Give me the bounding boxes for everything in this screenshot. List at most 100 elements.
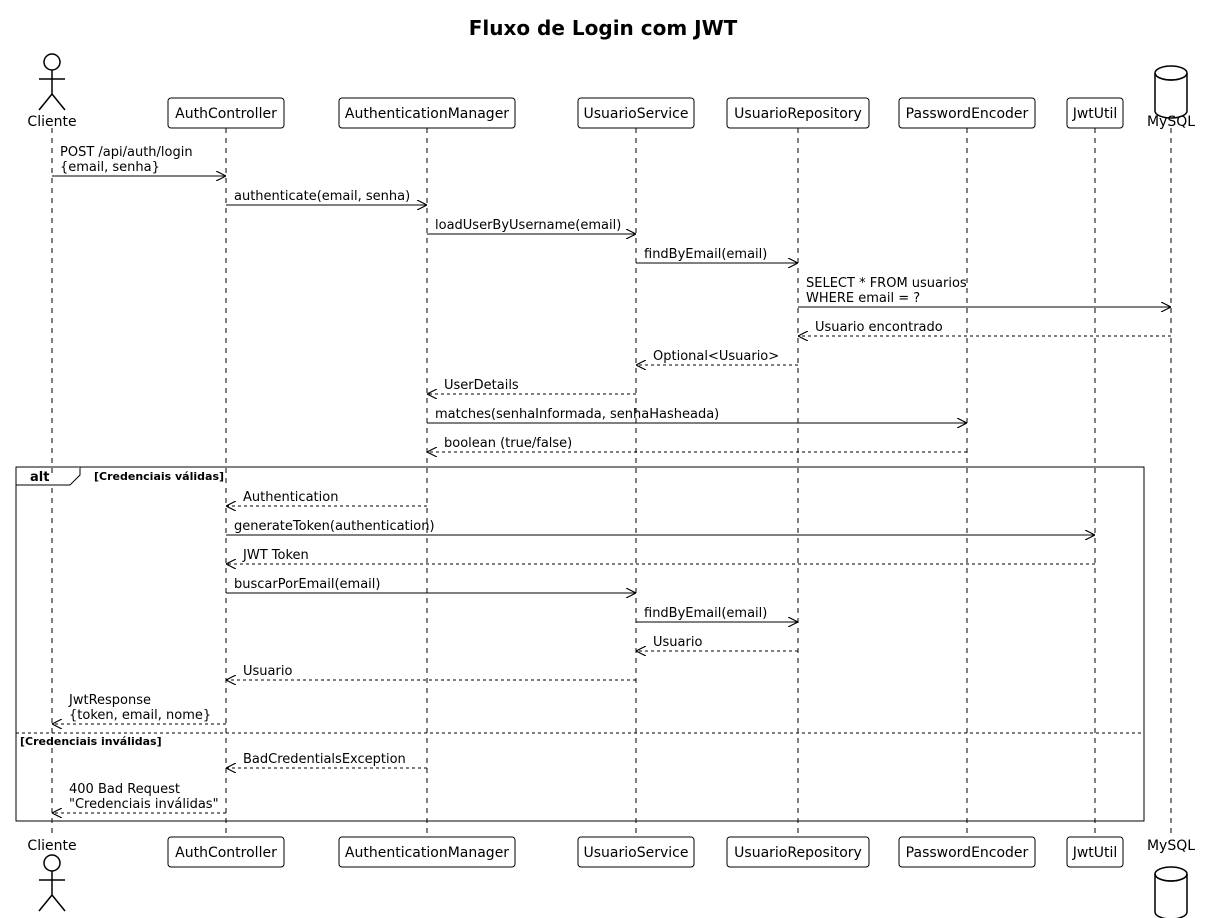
message-2: authenticate(email, senha) (226, 189, 426, 205)
message-7: Optional<Usuario> (637, 349, 798, 365)
participant-box (577, 97, 695, 129)
message-15: findByEmail(email) (636, 606, 797, 622)
participant-jwt-top: JwtUtil (1066, 97, 1124, 129)
participant-label-jwt: JwtUtil (1072, 106, 1118, 122)
participant-am-top: AuthenticationManager (338, 97, 516, 129)
actor-icon (43, 53, 61, 71)
message-label: authenticate(email, senha) (234, 189, 410, 204)
message-label: Usuario encontrado (815, 320, 943, 335)
participant-label-pe: PasswordEncoder (906, 845, 1029, 861)
message-label: UserDetails (444, 378, 519, 393)
participants-bottom: Cliente AuthController AuthenticationManag… (27, 836, 1195, 918)
message-label: WHERE email = ? (806, 291, 920, 306)
participant-box (726, 97, 870, 129)
participant-label-cliente: Cliente (27, 114, 76, 130)
message-11: Authentication (227, 490, 427, 506)
fragment-guard-invalid: [Credenciais inválidas] (20, 735, 162, 748)
message-19: BadCredentialsException (227, 752, 427, 768)
actor-body (38, 871, 66, 912)
message-label: SELECT * FROM usuarios (806, 276, 967, 291)
participant-box (167, 97, 285, 129)
message-9: matches(senhaInformada, senhaHasheada) (427, 407, 966, 423)
diagram-title: Fluxo de Login com JWT (469, 16, 738, 40)
participant-label-ur: UsuarioRepository (734, 106, 862, 122)
message-label: loadUserByUsername(email) (435, 218, 621, 233)
actor-body (38, 70, 66, 111)
message-1: POST /api/auth/login{email, senha} (52, 145, 225, 176)
participant-pe-top: PasswordEncoder (898, 97, 1036, 129)
participant-box (898, 97, 1036, 129)
participant-us-top: UsuarioService (577, 97, 695, 129)
participant-label-us: UsuarioService (584, 845, 689, 861)
fragment-keyword: alt (30, 470, 49, 485)
message-label: JWT Token (242, 548, 309, 563)
message-6: Usuario encontrado (799, 320, 1171, 336)
fragment-guard-valid: [Credenciais válidas] (94, 470, 224, 483)
message-8: UserDetails (428, 378, 636, 394)
participant-us-bottom: UsuarioService (577, 836, 695, 868)
participant-label-cliente: Cliente (27, 838, 76, 854)
fragment-tab (16, 467, 81, 486)
participant-auth-bottom: AuthController (167, 836, 285, 868)
participant-label-am: AuthenticationManager (345, 106, 509, 122)
message-label: {token, email, nome} (69, 708, 211, 723)
participant-label-us: UsuarioService (584, 106, 689, 122)
message-label: Usuario (243, 664, 292, 679)
message-12: generateToken(authentication) (226, 519, 1094, 535)
message-label: matches(senhaInformada, senhaHasheada) (435, 407, 719, 422)
actor-icon (43, 854, 61, 872)
participant-label-auth: AuthController (175, 106, 277, 122)
actor-cliente-top: Cliente (27, 53, 77, 130)
participant-jwt-bottom: JwtUtil (1066, 836, 1124, 868)
message-label: Optional<Usuario> (653, 349, 779, 364)
message-label: Authentication (243, 490, 338, 505)
participant-box (577, 836, 695, 868)
participants-top: Cliente AuthController AuthenticationManag… (27, 53, 1195, 130)
participant-box (1066, 97, 1124, 129)
participant-label-ur: UsuarioRepository (734, 845, 862, 861)
database-icon (1154, 874, 1188, 918)
participant-auth-top: AuthController (167, 97, 285, 129)
participant-pe-bottom: PasswordEncoder (898, 836, 1036, 868)
message-17: Usuario (227, 664, 636, 680)
message-3: loadUserByUsername(email) (427, 218, 635, 234)
participant-label-am: AuthenticationManager (345, 845, 509, 861)
participant-box (338, 836, 516, 868)
lifelines (51, 128, 1172, 837)
message-4: findByEmail(email) (636, 247, 797, 263)
fragment-frame (15, 466, 1145, 822)
participant-box (1066, 836, 1124, 868)
participant-box (167, 836, 285, 868)
message-label: buscarPorEmail(email) (234, 577, 380, 592)
participant-am-bottom: AuthenticationManager (338, 836, 516, 868)
message-label: POST /api/auth/login (60, 145, 193, 160)
participant-label-mysql: MySQL (1147, 838, 1195, 854)
actor-cliente-bottom: Cliente (27, 838, 77, 912)
database-mysql-top: MySQL (1147, 65, 1195, 130)
participant-label-jwt: JwtUtil (1072, 845, 1118, 861)
message-label: BadCredentialsException (243, 752, 406, 767)
message-14: buscarPorEmail(email) (226, 577, 635, 593)
alt-fragment: alt [Credenciais válidas] [Credenciais inv… (15, 466, 1145, 822)
message-label: generateToken(authentication) (234, 519, 435, 534)
message-18: JwtResponse{token, email, nome} (53, 693, 226, 724)
participant-box (338, 97, 516, 129)
message-10: boolean (true/false) (428, 436, 967, 452)
database-icon-rim (1154, 873, 1188, 882)
message-label: {email, senha} (60, 160, 160, 175)
database-icon-rim (1154, 72, 1188, 81)
database-icon (1154, 73, 1188, 119)
message-label: boolean (true/false) (444, 436, 572, 451)
message-label: "Credenciais inválidas" (69, 797, 219, 812)
participant-label-auth: AuthController (175, 845, 277, 861)
participant-ur-top: UsuarioRepository (726, 97, 870, 129)
message-label: 400 Bad Request (69, 782, 180, 797)
participant-box (726, 836, 870, 868)
participant-label-pe: PasswordEncoder (906, 106, 1029, 122)
messages: POST /api/auth/login{email, senha} authen… (52, 145, 1171, 813)
message-label: Usuario (653, 635, 702, 650)
database-mysql-bottom: MySQL (1147, 838, 1195, 918)
participant-box (898, 836, 1036, 868)
